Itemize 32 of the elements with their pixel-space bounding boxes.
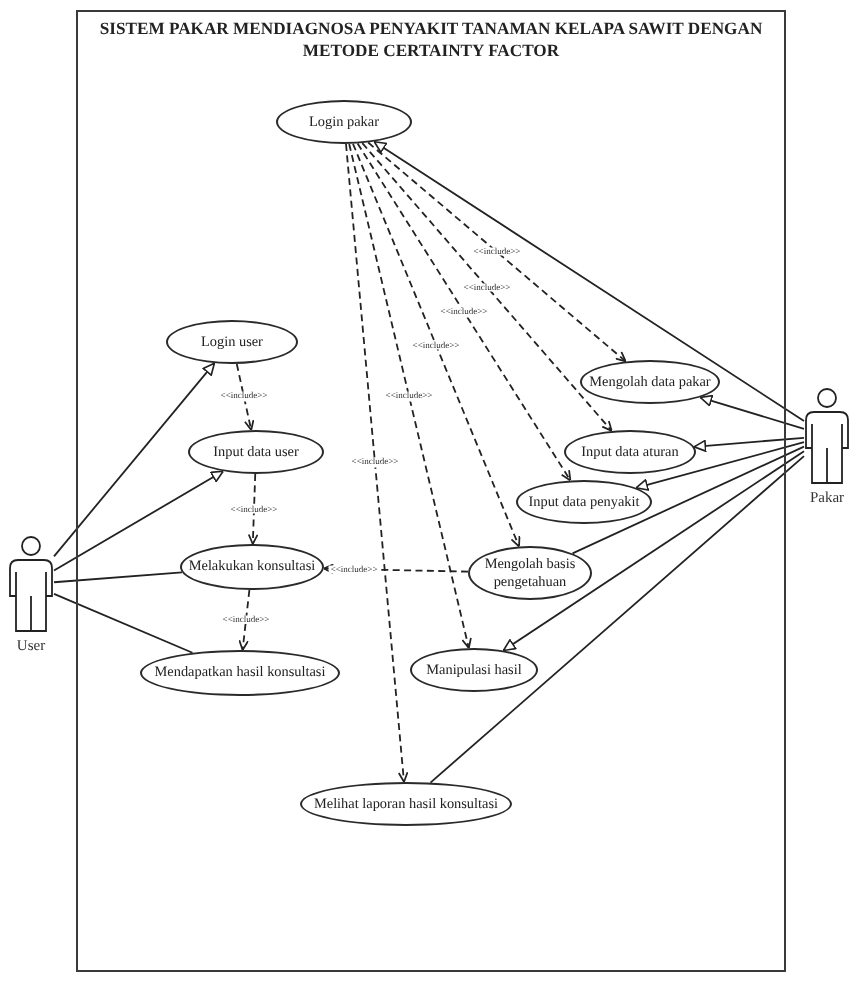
arrow <box>53 362 216 558</box>
use-case-ellipse <box>468 546 592 600</box>
arrow <box>699 394 805 430</box>
use-case-ellipse <box>300 782 512 826</box>
arrow <box>502 450 805 652</box>
use-case-ellipse <box>410 648 538 692</box>
dashed-arrow <box>356 142 572 482</box>
arrow <box>373 140 805 422</box>
dashed-arrow <box>235 363 255 431</box>
arrow <box>635 441 805 491</box>
connector-line <box>429 455 805 784</box>
connector-line <box>571 445 805 555</box>
dashed-arrow <box>352 142 521 548</box>
use-case-ellipse <box>140 650 340 696</box>
use-case-ellipse <box>580 360 720 404</box>
use-case-ellipse <box>180 544 324 590</box>
dashed-arrow <box>348 143 472 649</box>
dashed-arrow <box>345 143 409 783</box>
use-case-ellipse <box>564 430 696 474</box>
dashed-arrow <box>361 142 613 432</box>
connector-line <box>53 571 183 584</box>
arrow <box>53 470 225 572</box>
dashed-arrow <box>247 473 259 545</box>
connector-line <box>53 592 194 654</box>
boundary-title: SISTEM PAKAR MENDIAGNOSA PENYAKIT TANAMAN KELAPA SAWIT DENGAN METODE CERTAINTY FACTOR <box>97 18 765 61</box>
dashed-arrow <box>367 141 627 363</box>
arrow <box>693 436 805 452</box>
use-case-ellipse <box>188 430 324 474</box>
use-case-ellipse <box>166 320 298 364</box>
dashed-arrow <box>238 589 251 651</box>
use-case-ellipse <box>276 100 412 144</box>
use-case-ellipse <box>516 480 652 524</box>
